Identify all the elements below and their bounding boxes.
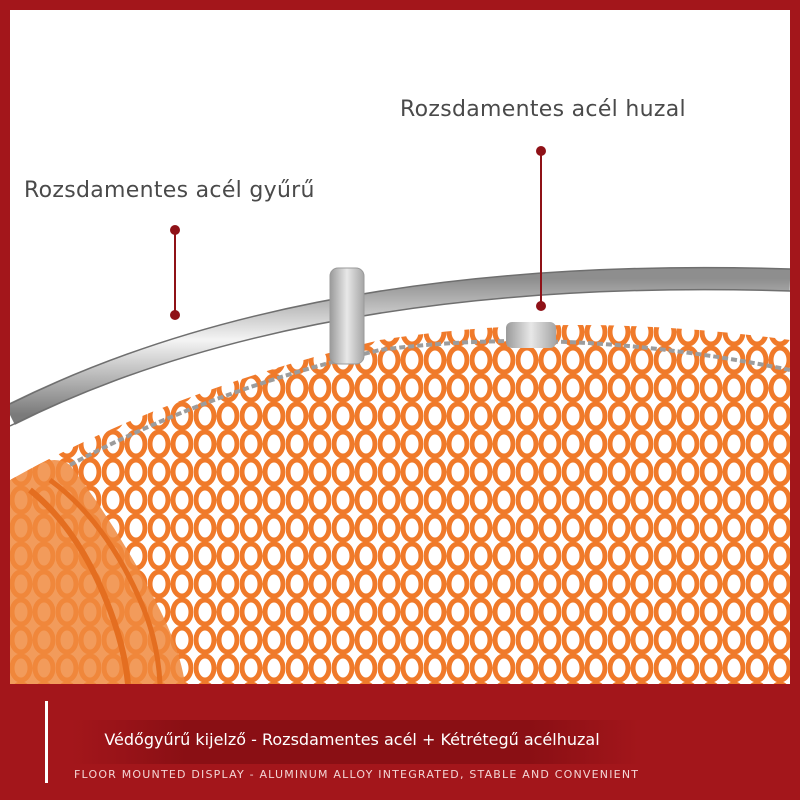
footer-banner: Védőgyűrű kijelző - Rozsdamentes acél + … bbox=[0, 684, 800, 800]
footer-subline: FLOOR MOUNTED DISPLAY - ALUMINUM ALLOY I… bbox=[74, 768, 640, 781]
ring-clamp bbox=[329, 267, 365, 365]
wire-clamp bbox=[506, 322, 556, 348]
steel-wire bbox=[69, 339, 790, 467]
landing-net-illustration bbox=[10, 146, 790, 684]
callout-ring-label: Rozsdamentes acél gyűrű bbox=[24, 178, 315, 203]
callout-ring-pointer bbox=[170, 225, 180, 320]
headline-background bbox=[72, 720, 642, 764]
callout-wire-label: Rozsdamentes acél huzal bbox=[400, 97, 686, 122]
product-photo: Rozsdamentes acél huzal Rozsdamentes acé… bbox=[10, 10, 790, 684]
footer-headline: Védőgyűrű kijelző - Rozsdamentes acél + … bbox=[104, 730, 600, 749]
callout-wire-pointer bbox=[536, 146, 546, 311]
accent-bar bbox=[45, 701, 48, 783]
